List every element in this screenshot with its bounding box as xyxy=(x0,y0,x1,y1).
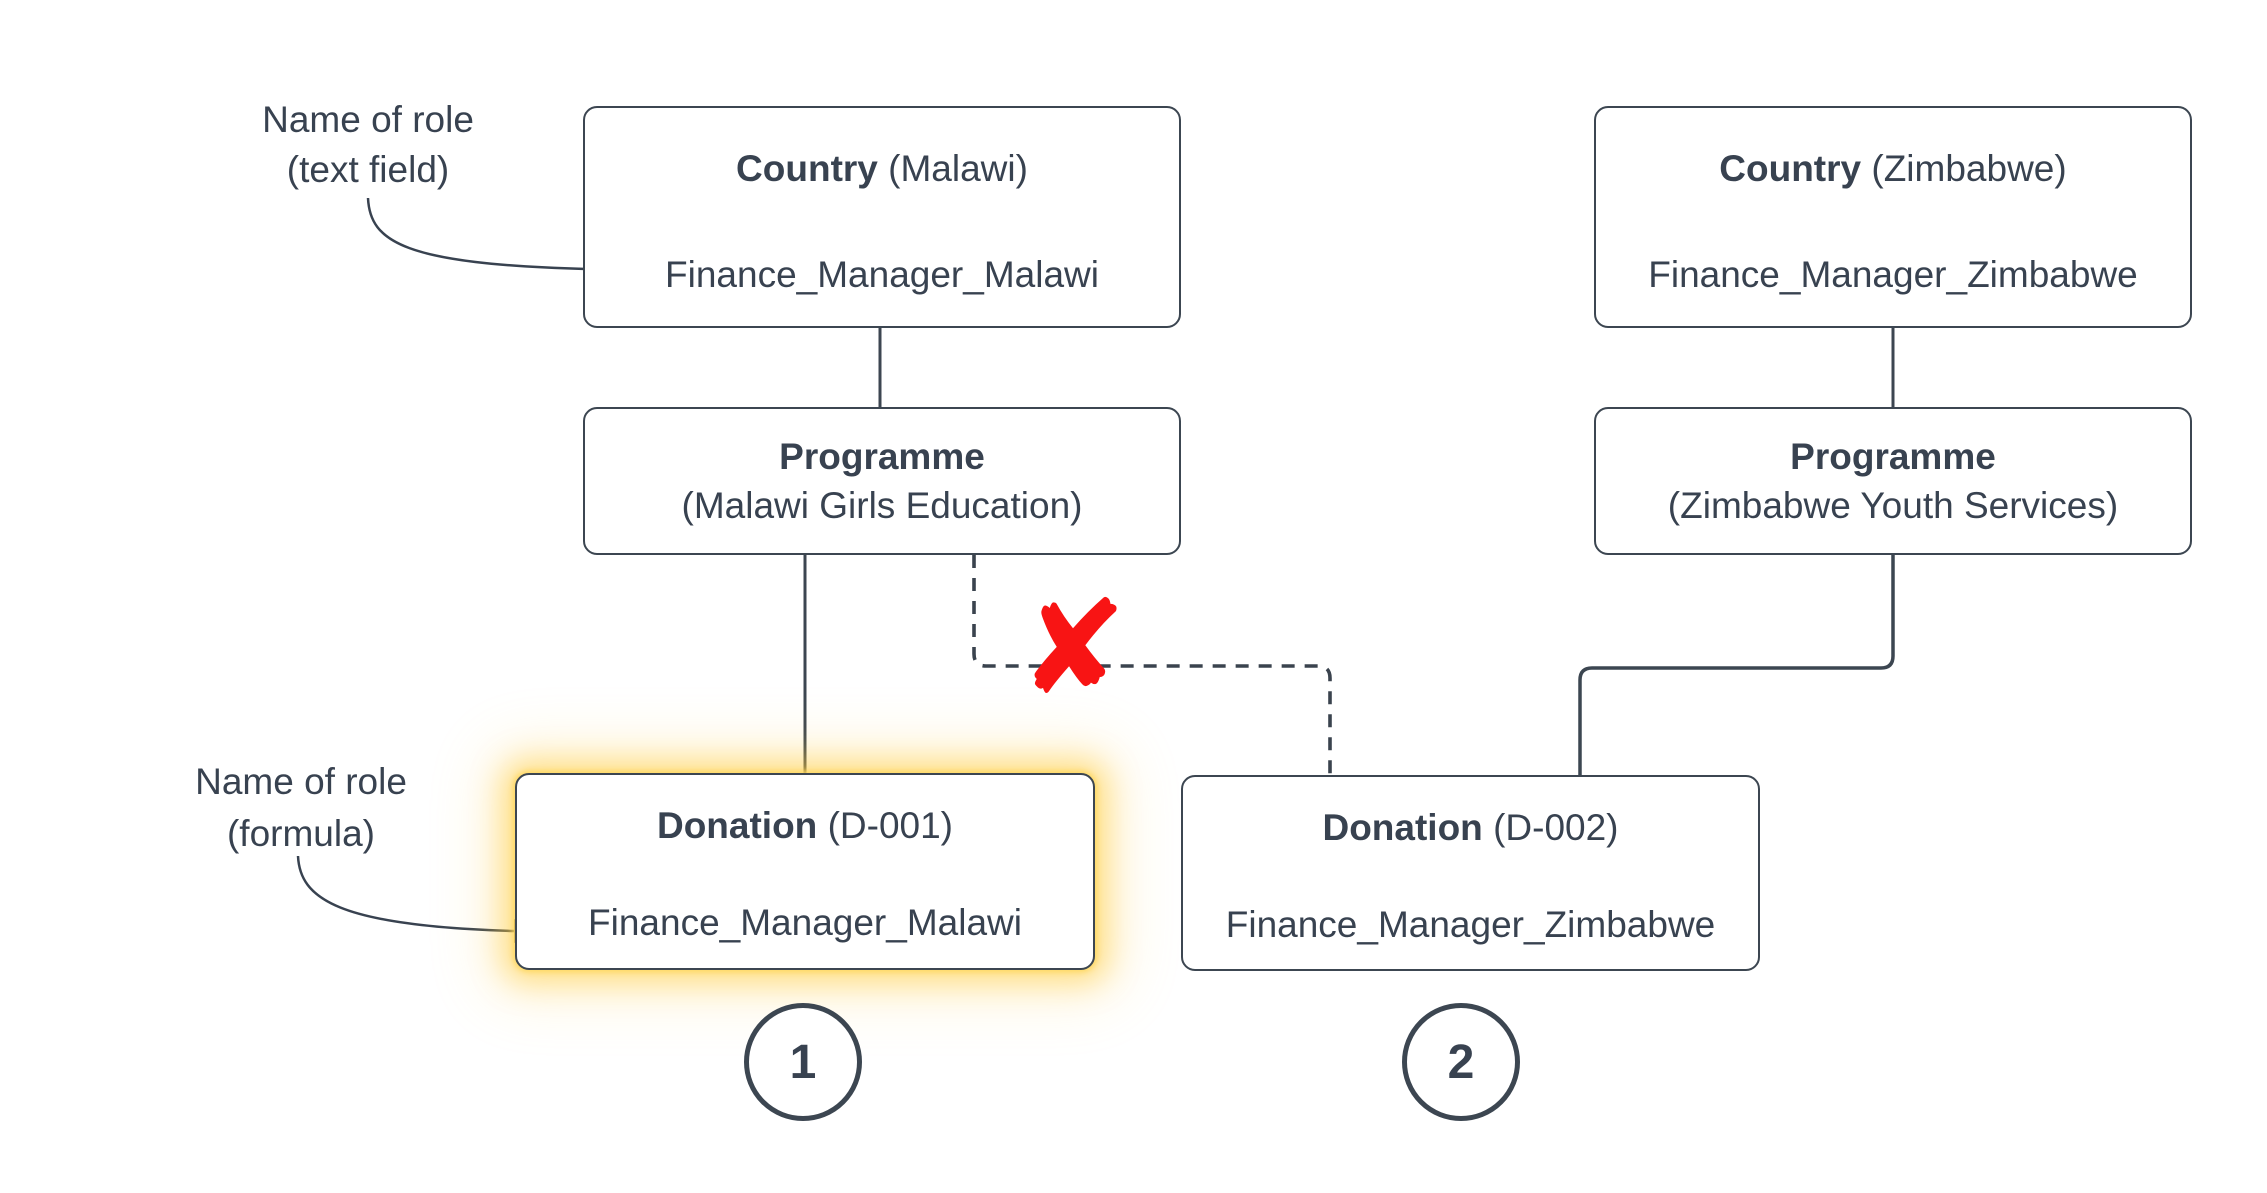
annotation-text-field: Name of role (text field) xyxy=(148,95,588,195)
connector-programme-donation-zimbabwe xyxy=(1578,555,1895,775)
node-donation-2: Donation (D-002) Finance_Manager_Zimbabw… xyxy=(1181,775,1760,971)
node-country-zimbabwe: Country (Zimbabwe) Finance_Manager_Zimba… xyxy=(1594,106,2192,328)
node-title: Programme xyxy=(779,436,985,477)
annotation-formula: Name of role (formula) xyxy=(81,756,521,860)
node-type-label: Donation xyxy=(1322,807,1483,848)
node-role-value: Finance_Manager_Zimbabwe xyxy=(1648,254,2138,295)
invalid-cross-icon: ✘ xyxy=(1018,572,1128,724)
node-title: Donation (D-002) xyxy=(1183,807,1758,849)
annotation-arrow-formula xyxy=(296,855,515,933)
annotation-line: (text field) xyxy=(286,149,450,190)
node-programme-malawi: Programme (Malawi Girls Education) xyxy=(583,407,1181,555)
step-badge-1: 1 xyxy=(744,1003,862,1121)
node-instance-label: (Zimbabwe) xyxy=(1861,148,2067,189)
node-role-value: Finance_Manager_Malawi xyxy=(665,254,1099,295)
annotation-line: Name of role xyxy=(195,761,407,802)
node-title: Programme xyxy=(1790,436,1996,477)
node-type-label: Donation xyxy=(656,805,818,846)
node-type-label: Country xyxy=(1719,148,1862,189)
node-role-value: Finance_Manager_Malawi xyxy=(588,902,1022,943)
node-instance-label: (Malawi) xyxy=(877,148,1028,189)
node-instance-label: (Zimbabwe Youth Services) xyxy=(1667,485,2119,526)
annotation-line: Name of role xyxy=(262,99,474,140)
node-title: Country (Malawi) xyxy=(585,148,1179,190)
step-badge-2: 2 xyxy=(1402,1003,1520,1121)
node-instance-label: (D-001) xyxy=(817,805,953,846)
node-role-value: Finance_Manager_Zimbabwe xyxy=(1225,904,1716,945)
node-title: Country (Zimbabwe) xyxy=(1596,148,2190,190)
node-programme-zimbabwe: Programme (Zimbabwe Youth Services) xyxy=(1594,407,2192,555)
node-instance-label: (D-002) xyxy=(1482,807,1619,848)
annotation-arrow-text-field xyxy=(366,197,587,271)
annotation-line: (formula) xyxy=(226,813,376,854)
node-donation-1: Donation (D-001) Finance_Manager_Malawi xyxy=(515,773,1095,970)
node-country-malawi: Country (Malawi) Finance_Manager_Malawi xyxy=(583,106,1181,328)
node-type-label: Country xyxy=(736,148,878,189)
node-instance-label: (Malawi Girls Education) xyxy=(681,485,1083,526)
node-title: Donation (D-001) xyxy=(517,805,1093,847)
